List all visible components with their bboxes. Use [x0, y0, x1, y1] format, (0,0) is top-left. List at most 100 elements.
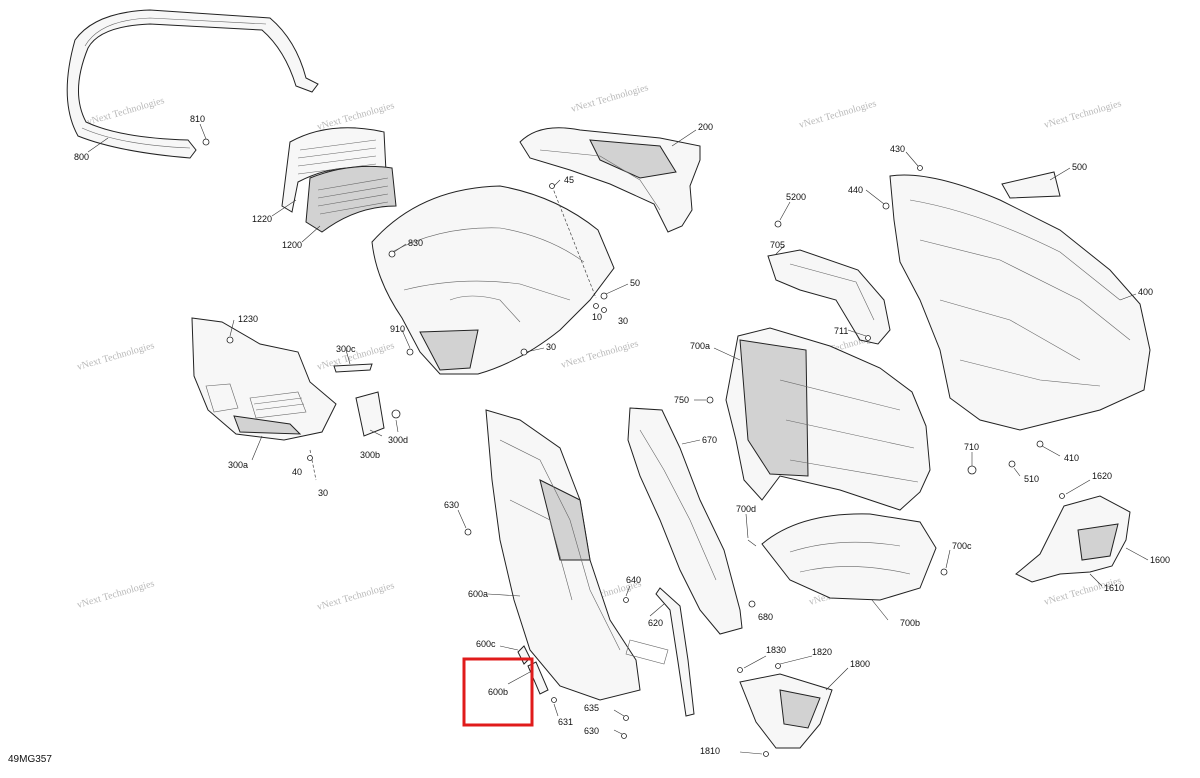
callout-300c: 300c	[336, 344, 356, 354]
callout-510: 510	[1024, 474, 1039, 484]
callout-30a: 30	[618, 316, 628, 326]
callout-430: 430	[890, 144, 905, 154]
screw-30a	[601, 307, 607, 313]
callout-440: 440	[848, 185, 863, 195]
callout-45: 45	[564, 175, 574, 185]
screw-830	[388, 250, 396, 258]
callout-1810: 1810	[700, 746, 720, 756]
callout-711: 711	[834, 326, 848, 336]
part-300b-bracket	[355, 391, 385, 437]
part-200-console-top	[519, 127, 701, 233]
callout-631: 631	[558, 717, 573, 727]
callout-680: 680	[758, 612, 773, 622]
callout-300d: 300d	[388, 435, 408, 445]
callout-700c: 700c	[952, 541, 972, 551]
screw-440	[882, 202, 890, 210]
screw-680	[748, 600, 756, 608]
highlight-box-600b[interactable]	[462, 657, 534, 727]
callout-830: 830	[408, 238, 423, 248]
screw-910	[406, 348, 414, 356]
callout-800: 800	[74, 152, 89, 162]
screw-1820	[775, 663, 781, 669]
callout-600a: 600a	[468, 589, 488, 599]
callout-1200: 1200	[282, 240, 302, 250]
callout-1800: 1800	[850, 659, 870, 669]
callout-1830: 1830	[766, 645, 786, 655]
watermark: vNext Technologies	[86, 95, 166, 128]
callout-630b: 630	[584, 726, 599, 736]
part-storage-bin	[371, 185, 615, 375]
leader-45	[551, 185, 597, 299]
part-300c-insert	[333, 363, 373, 373]
part-300a-side-panel	[191, 317, 337, 441]
part-600c-clip	[517, 645, 531, 665]
callout-620: 620	[648, 618, 663, 628]
diagram-code: 49MG357	[8, 754, 52, 765]
callout-1820: 1820	[812, 647, 832, 657]
screw-1830	[737, 667, 743, 673]
watermark: vNext Technologies	[570, 82, 650, 115]
watermark: vNext Technologies	[560, 338, 640, 371]
screw-5200	[774, 220, 782, 228]
callout-10: 10	[592, 312, 602, 322]
watermark: vNext Technologies	[1043, 98, 1123, 131]
callouts: 800 810 1220 1200 200 45 830 50 10 30 91…	[74, 114, 1170, 756]
screw-700d	[747, 539, 757, 547]
callout-1600: 1600	[1150, 555, 1170, 565]
screw-630	[464, 528, 472, 536]
callout-1230: 1230	[238, 314, 258, 324]
part-700a-liner	[725, 327, 931, 511]
screw-45	[549, 183, 555, 189]
screw-1810	[763, 751, 769, 757]
callout-640: 640	[626, 575, 641, 585]
screw-10	[593, 303, 599, 309]
callout-200: 200	[698, 122, 713, 132]
callout-300b: 300b	[360, 450, 380, 460]
screw-631	[551, 697, 557, 703]
screw-1230	[226, 336, 234, 344]
callout-705: 705	[770, 240, 785, 250]
screw-430	[917, 165, 923, 171]
callout-700a: 700a	[690, 341, 710, 351]
callout-400: 400	[1138, 287, 1153, 297]
callout-50: 50	[630, 278, 640, 288]
callout-600b: 600b	[488, 687, 508, 697]
clip-710	[967, 465, 977, 475]
callout-635: 635	[584, 703, 599, 713]
leader-lines	[87, 129, 1149, 755]
screw-510	[1008, 460, 1016, 468]
callout-670: 670	[702, 435, 717, 445]
part-670-side-liner	[627, 407, 743, 635]
screw-635	[623, 715, 629, 721]
callout-300a: 300a	[228, 460, 248, 470]
screw-40	[307, 455, 313, 461]
clip-300d	[391, 409, 401, 419]
watermark: vNext Technologies	[798, 98, 878, 131]
callout-750: 750	[674, 395, 689, 405]
callout-810: 810	[190, 114, 205, 124]
callout-410: 410	[1064, 453, 1079, 463]
part-1800-bracket	[739, 673, 833, 749]
callout-5200: 5200	[786, 192, 806, 202]
callout-30b: 30	[546, 342, 556, 352]
part-600a-footwell	[485, 409, 669, 701]
callout-630: 630	[444, 500, 459, 510]
clip-700c	[940, 568, 948, 576]
part-620-trim-strip	[655, 587, 695, 717]
screw-640	[623, 597, 629, 603]
callout-600c: 600c	[476, 639, 496, 649]
part-700b-lower-liner	[761, 513, 937, 601]
callout-1220: 1220	[252, 214, 272, 224]
callout-700d: 700d	[736, 504, 756, 514]
callout-30c: 30	[318, 488, 328, 498]
callout-40: 40	[292, 467, 302, 477]
callout-910: 910	[390, 324, 405, 334]
screw-1620	[1059, 493, 1065, 499]
screw-410	[1036, 440, 1044, 448]
watermark: vNext Technologies	[76, 340, 156, 373]
part-1600-bracket	[1015, 495, 1131, 583]
part-705-panel	[767, 249, 891, 345]
leader-40	[309, 449, 317, 481]
part-400-body-panel	[889, 171, 1151, 431]
